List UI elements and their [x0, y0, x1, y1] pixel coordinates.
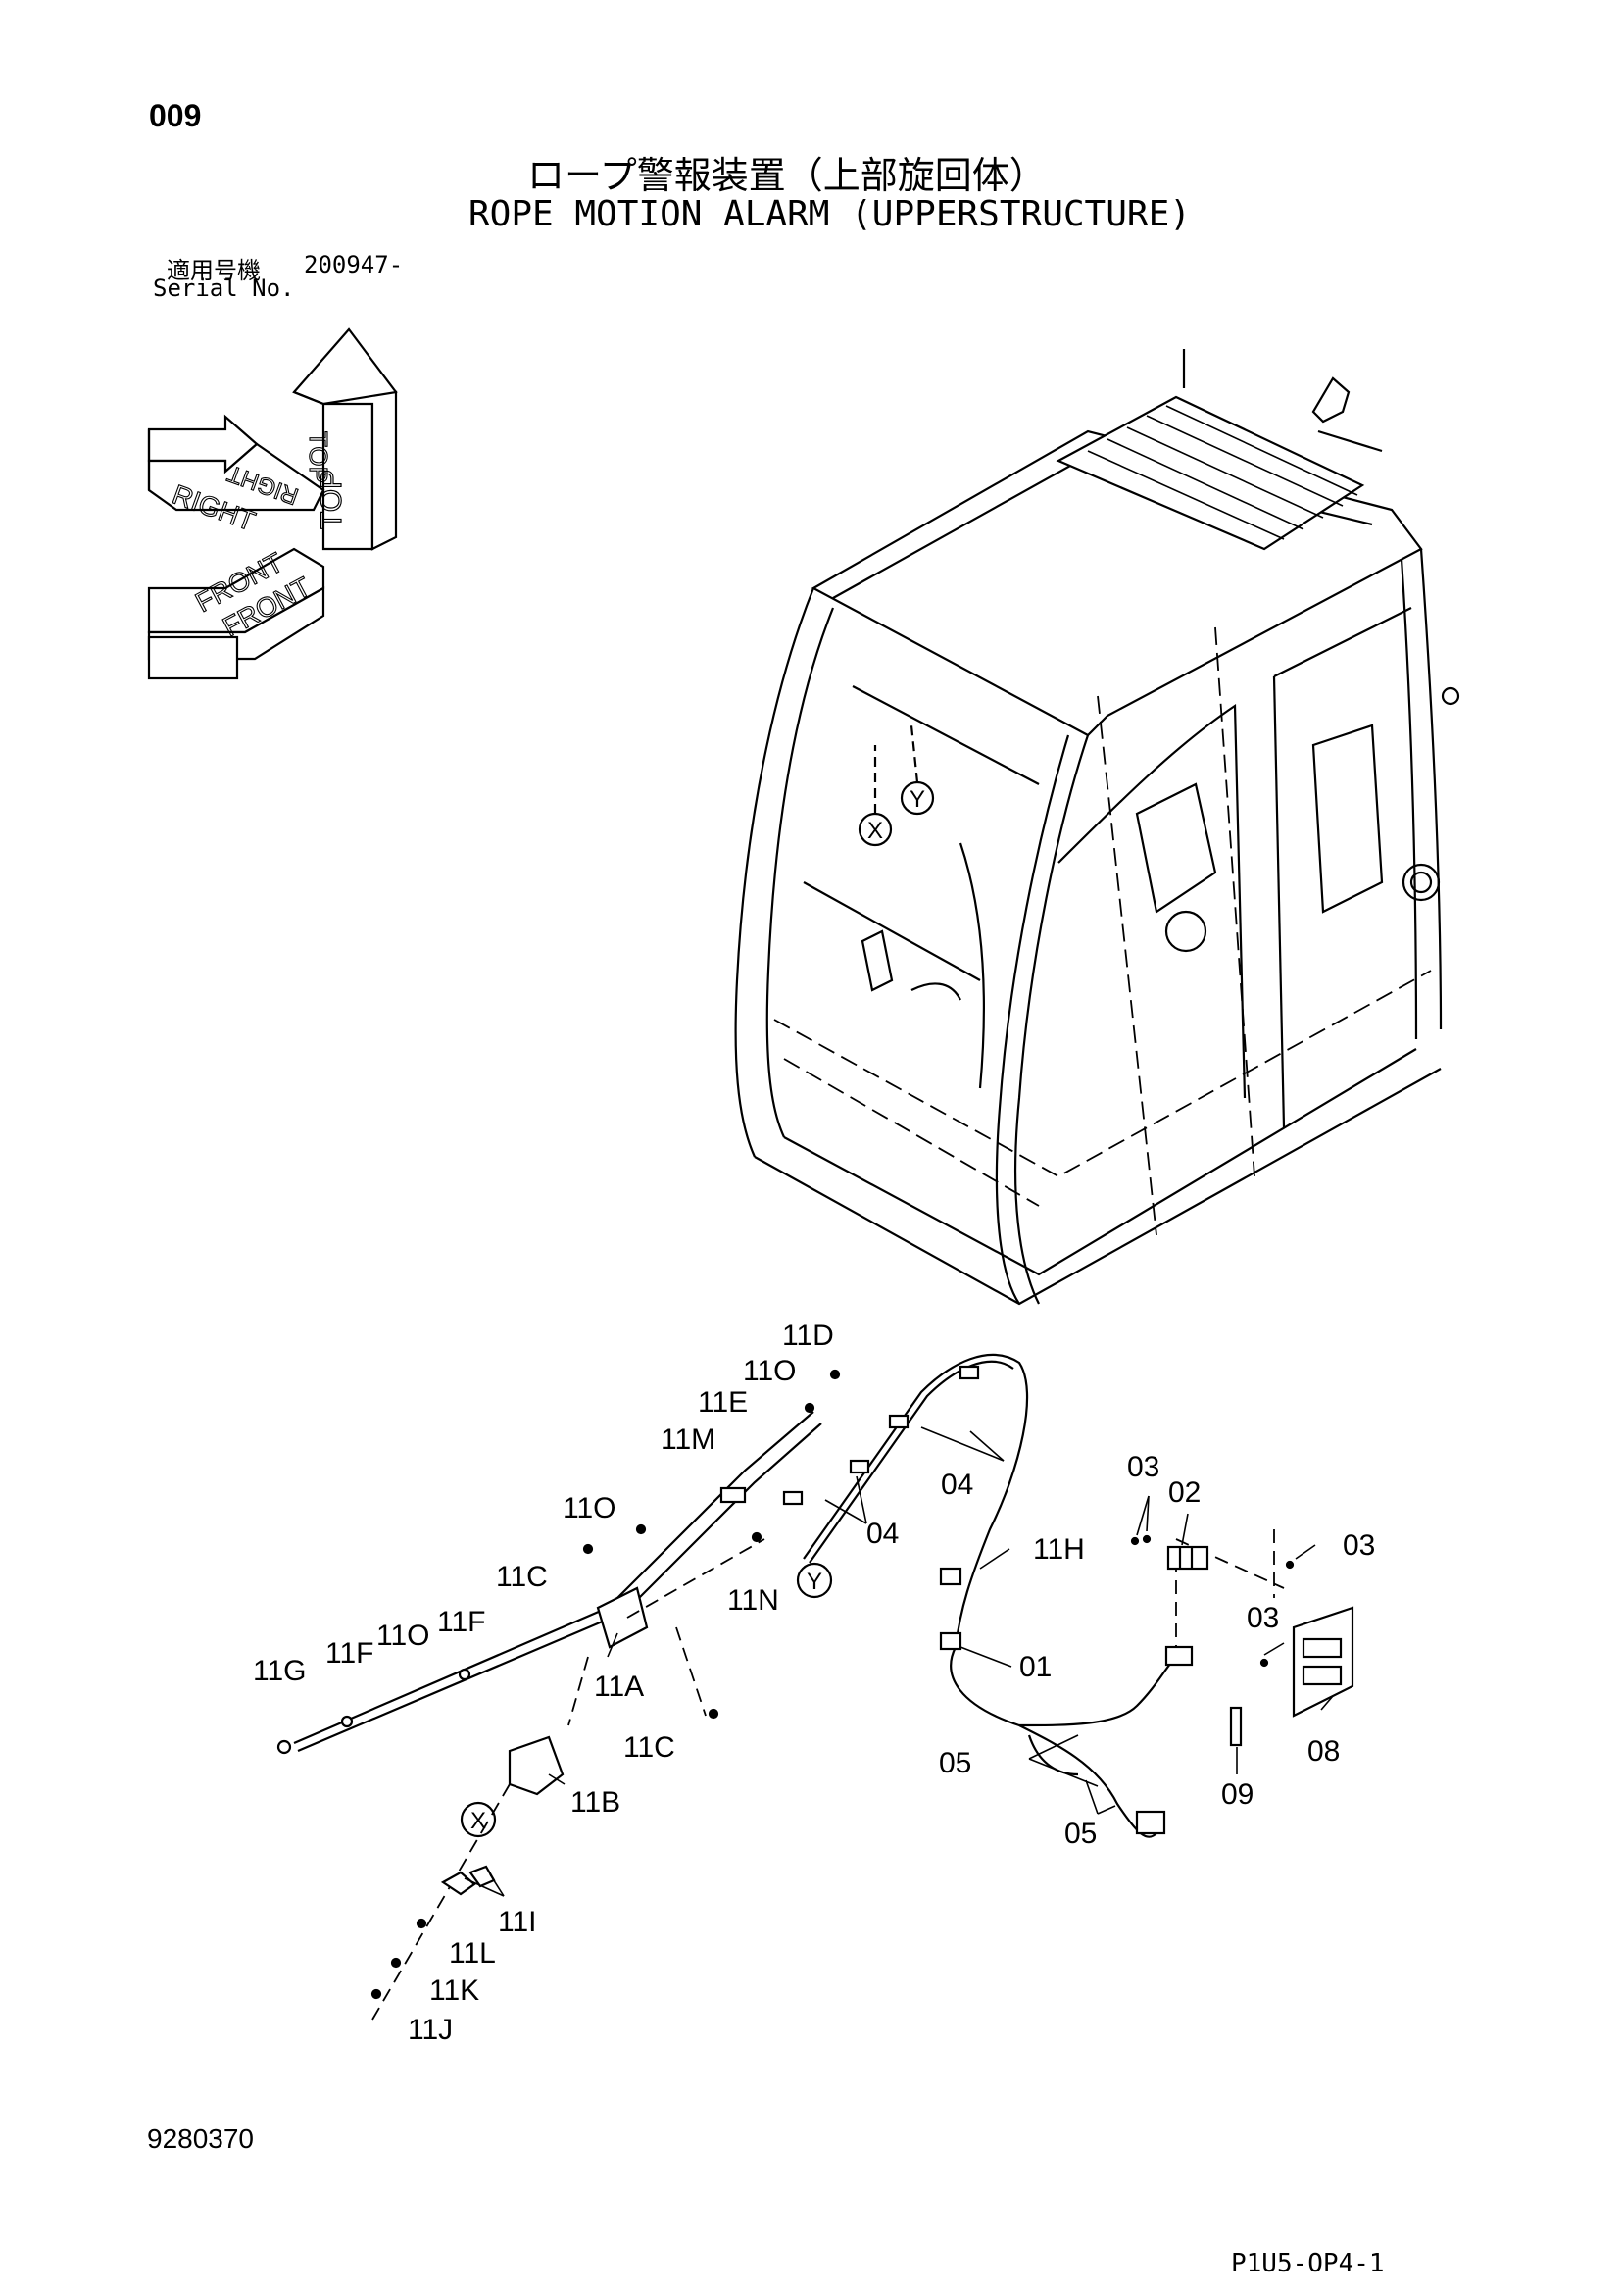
part-label-11D: 11D: [782, 1320, 834, 1352]
serial-label-japanese: 適用号機: [167, 257, 261, 284]
part-label-11F: 11F: [437, 1606, 485, 1638]
part-label-11O: 11O: [563, 1492, 615, 1524]
part-label-11A: 11A: [594, 1671, 644, 1703]
part-label-05: 05: [939, 1747, 971, 1779]
part-label-11C: 11C: [496, 1561, 548, 1593]
page-title-japanese: ロープ警報装置（上部旋回体）: [527, 154, 1047, 197]
part-label-04: 04: [941, 1469, 973, 1501]
orientation-indicator: TOP TOP RIGHT RIGHT FRONT FRONT: [147, 327, 398, 680]
part-label-03: 03: [1343, 1529, 1375, 1562]
part-label-11L: 11L: [449, 1937, 496, 1970]
serial-number-value: 200947-: [304, 251, 404, 278]
part-label-11I: 11I: [498, 1906, 536, 1938]
harness-marker-x-circle: [460, 1801, 497, 1838]
part-label-09: 09: [1221, 1778, 1254, 1811]
harness-marker-x: X: [470, 1808, 486, 1834]
cab-marker-x: X: [867, 818, 883, 844]
part-label-03: 03: [1247, 1602, 1279, 1634]
harness-marker-y-circle: [796, 1562, 833, 1599]
top-arrow-icon: [292, 327, 398, 551]
part-label-01: 01: [1019, 1651, 1052, 1683]
part-label-03: 03: [1127, 1451, 1159, 1483]
part-label-11F: 11F: [325, 1637, 373, 1670]
part-label-11G: 11G: [253, 1655, 306, 1687]
cab-marker-y: Y: [910, 786, 925, 813]
page-code: P1U5-OP4-1: [1231, 2249, 1385, 2278]
part-label-08: 08: [1307, 1735, 1340, 1768]
part-labels: 11D 11O 11E 11M 11O 11C 04 04 11N 11H 03…: [253, 1320, 1375, 2046]
page-number: 009: [149, 98, 202, 133]
serial-label-english: Serial No.: [153, 275, 295, 302]
part-label-04: 04: [866, 1518, 899, 1550]
part-label-11O: 11O: [376, 1620, 429, 1652]
part-label-05: 05: [1064, 1818, 1097, 1850]
part-label-11K: 11K: [429, 1974, 479, 2007]
part-label-11O: 11O: [743, 1355, 796, 1387]
harness-drawing: [276, 1353, 1354, 2021]
part-label-11H: 11H: [1033, 1533, 1085, 1566]
front-arrow-icon: [147, 547, 325, 680]
cab-frame-drawing: [734, 349, 1460, 1306]
part-label-11C: 11C: [623, 1731, 675, 1764]
part-label-11J: 11J: [408, 2014, 453, 2046]
part-label-11M: 11M: [661, 1423, 715, 1456]
orientation-top-label: TOP: [316, 470, 348, 529]
drawing-number: 9280370: [147, 2123, 255, 2154]
page-title-english: ROPE MOTION ALARM (UPPERSTRUCTURE): [468, 194, 1191, 234]
right-arrow-icon: [147, 414, 325, 512]
harness-marker-y: Y: [807, 1569, 822, 1595]
part-label-11E: 11E: [698, 1386, 748, 1419]
orientation-top-label-mirror: TOP: [304, 431, 333, 483]
part-label-02: 02: [1168, 1476, 1201, 1509]
part-label-11B: 11B: [570, 1786, 620, 1819]
part-label-11N: 11N: [727, 1584, 779, 1617]
